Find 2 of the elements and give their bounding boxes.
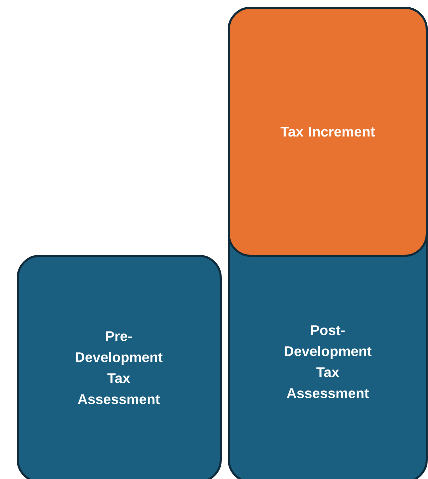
assessment-box: Pre-Development Tax Assessment bbox=[17, 255, 222, 479]
assessment-box: Tax Increment bbox=[228, 7, 428, 257]
